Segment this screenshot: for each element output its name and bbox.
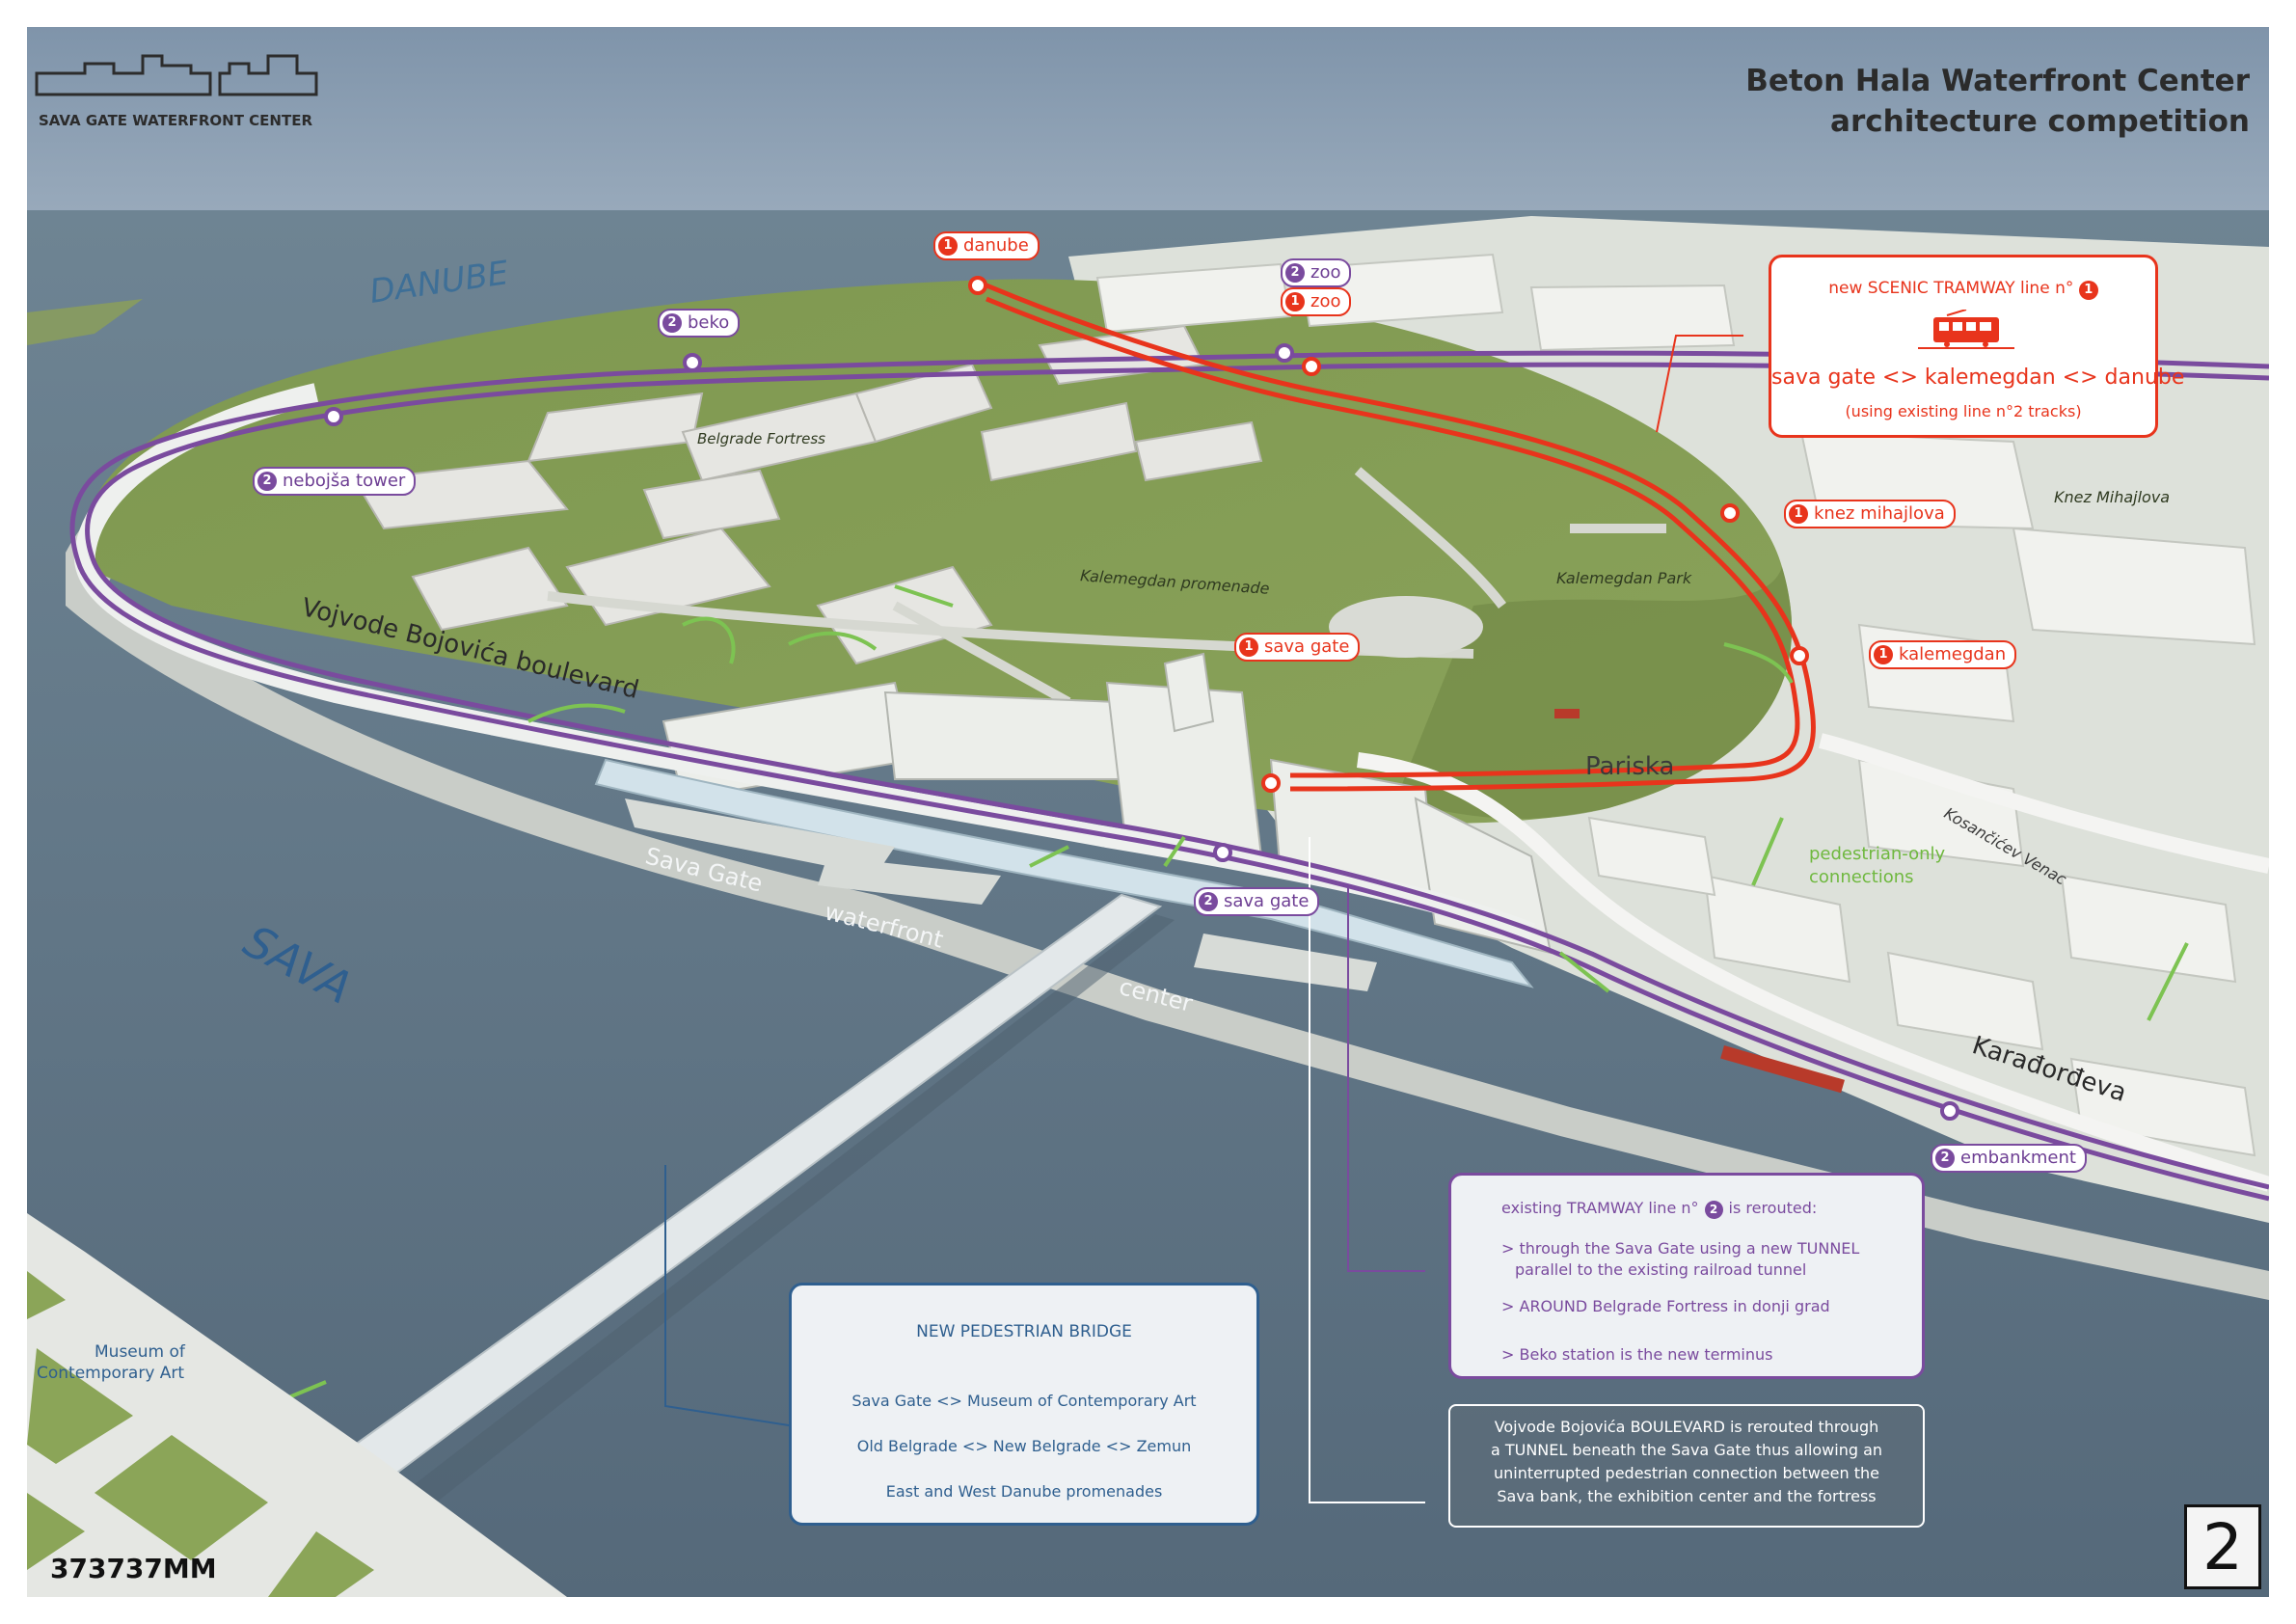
tram-line-1 (986, 283, 1816, 792)
scenic-title: new SCENIC TRAMWAY line n° 1 (1771, 279, 2155, 300)
pedestrian-bridge (141, 893, 1163, 1597)
tram-car (1720, 1044, 1845, 1094)
pedestrian-bridge-box: NEW PEDESTRIAN BRIDGE Sava Gate <> Museu… (789, 1283, 1259, 1526)
station-label-nebojsa-tower: 2 nebojša tower (253, 467, 417, 496)
leader-scenic (1656, 335, 1743, 433)
tramway-2-box: existing TRAMWAY line n° 2 is rerouted: > … (1448, 1173, 1925, 1379)
scenic-note: (using existing line n°2 tracks) (1845, 402, 2082, 420)
line-number-badge: 2 (1285, 263, 1305, 283)
station-label-kalemegdan: 1 kalemegdan (1869, 640, 2017, 669)
label-belgrade-fortress: Belgrade Fortress (697, 430, 825, 447)
leader-tram2 (1347, 885, 1425, 1272)
line-number-badge: 1 (1874, 645, 1893, 664)
tram2-item-3: > Beko station is the new terminus (1501, 1345, 1773, 1364)
boulevard-line-1: Vojvode Bojovića BOULEVARD is rerouted t… (1494, 1418, 1879, 1436)
station-label-embankment: 2 embankment (1931, 1144, 2087, 1173)
city-buildings (1095, 253, 2256, 1157)
tram2-item-2: > AROUND Belgrade Fortress in donji grad (1501, 1297, 1830, 1315)
station-name: knez mihajlova (1814, 503, 1945, 524)
tram2-title-text: existing TRAMWAY line n° (1501, 1199, 1699, 1217)
label-kalemegdan-park: Kalemegdan Park (1556, 569, 1692, 587)
line-number-badge: 2 (1199, 892, 1218, 911)
station-name: danube (963, 235, 1029, 256)
pedestrian-arrows (527, 584, 2189, 1021)
station-dots (324, 276, 1959, 1121)
boulevard-line-3: uninterrupted pedestrian connection betw… (1494, 1464, 1879, 1482)
line-number-badge: 1 (938, 236, 958, 256)
new-belgrade-lawns (27, 1271, 374, 1597)
tram2-title-suffix: is rerouted: (1728, 1199, 1818, 1217)
line-number-badge: 1 (2078, 281, 2098, 300)
line-number-badge: 2 (1704, 1201, 1723, 1219)
label-pedestrian-only: pedestrian-only (1809, 844, 1946, 864)
boulevard-box: Vojvode Bojovića BOULEVARD is rerouted t… (1448, 1404, 1925, 1528)
station-name: sava gate (1264, 636, 1350, 657)
title-line-2: architecture competition (1830, 104, 2250, 139)
title-line-1: Beton Hala Waterfront Center (1745, 64, 2250, 98)
line-number-badge: 1 (1285, 292, 1305, 311)
leader-bridge (664, 1165, 790, 1426)
station-label-sava-gate-2: 2 sava gate (1194, 887, 1320, 916)
station-name: zoo (1310, 291, 1341, 311)
boulevard-line-2: a TUNNEL beneath the Sava Gate thus allo… (1490, 1441, 1883, 1459)
line-number-badge: 2 (257, 472, 277, 491)
station-name: beko (688, 312, 730, 333)
station-label-zoo-1: 1 zoo (1281, 287, 1352, 316)
tram2-title: existing TRAMWAY line n° 2 is rerouted: (1501, 1199, 1817, 1219)
label-museum-2: Contemporary Art (37, 1364, 185, 1383)
boulevard-line-4: Sava bank, the exhibition center and the… (1497, 1487, 1877, 1505)
far-shore (27, 299, 143, 345)
scenic-title-text: new SCENIC TRAMWAY line n° (1828, 279, 2074, 298)
label-connections: connections (1809, 867, 1914, 887)
bridge-shadow (268, 914, 1175, 1597)
station-name: sava gate (1224, 891, 1310, 911)
bridge-box-line-2: Old Belgrade <> New Belgrade <> Zemun (856, 1437, 1192, 1455)
tram-car-small (1554, 709, 1580, 718)
map-panel: SAVA GATE WATERFRONT CENTER Beton Hala W… (27, 27, 2269, 1597)
line-number-badge: 1 (1789, 504, 1808, 524)
sava-gate-logo-icon (35, 54, 318, 96)
line-number-badge: 2 (1935, 1149, 1955, 1168)
station-name: nebojša tower (283, 471, 406, 491)
bridge-box-line-3: East and West Danube promenades (885, 1482, 1163, 1501)
scenic-tramway-box: new SCENIC TRAMWAY line n° 1 sava gate <… (1769, 255, 2185, 438)
tram2-item-1b: parallel to the existing railroad tunnel (1515, 1260, 1807, 1279)
sheet-number-box: 2 (2184, 1504, 2261, 1589)
entry-code: 373737MM (50, 1553, 217, 1584)
station-label-knez-mihajlova: 1 knez mihajlova (1784, 500, 1956, 528)
label-knez-mihajlova: Knez Mihajlova (2054, 488, 2171, 506)
label-museum-1: Museum of (95, 1342, 185, 1362)
leader-boulevard (1309, 837, 1425, 1503)
tram2-item-1a: > through the Sava Gate using a new TUNN… (1501, 1239, 1860, 1258)
kalemegdan-plaza (1329, 596, 1483, 658)
station-label-beko: 2 beko (658, 309, 741, 338)
bridge-box-line-1: Sava Gate <> Museum of Contemporary Art (851, 1392, 1197, 1410)
bridge-box-title: NEW PEDESTRIAN BRIDGE (916, 1322, 1132, 1341)
line-number-badge: 1 (1239, 637, 1258, 657)
tram-icon (1918, 310, 2014, 349)
tram-line-2 (69, 350, 2269, 1202)
scenic-route: sava gate <> kalemegdan <> danube (1771, 365, 2185, 390)
sheet-number: 2 (2202, 1509, 2243, 1584)
glazed-hall (594, 758, 1534, 988)
label-pariska: Pariska (1585, 752, 1675, 781)
station-name: kalemegdan (1899, 644, 2007, 664)
quay-platforms (625, 798, 1377, 991)
fortress-plateau-shade (1396, 567, 1793, 819)
station-name: embankment (1960, 1148, 2076, 1168)
aerial-map (27, 27, 2269, 1597)
station-name: zoo (1310, 262, 1341, 283)
logo-caption: SAVA GATE WATERFRONT CENTER (39, 112, 313, 129)
line-number-badge: 2 (662, 313, 682, 333)
station-label-sava-gate-1: 1 sava gate (1234, 633, 1361, 662)
